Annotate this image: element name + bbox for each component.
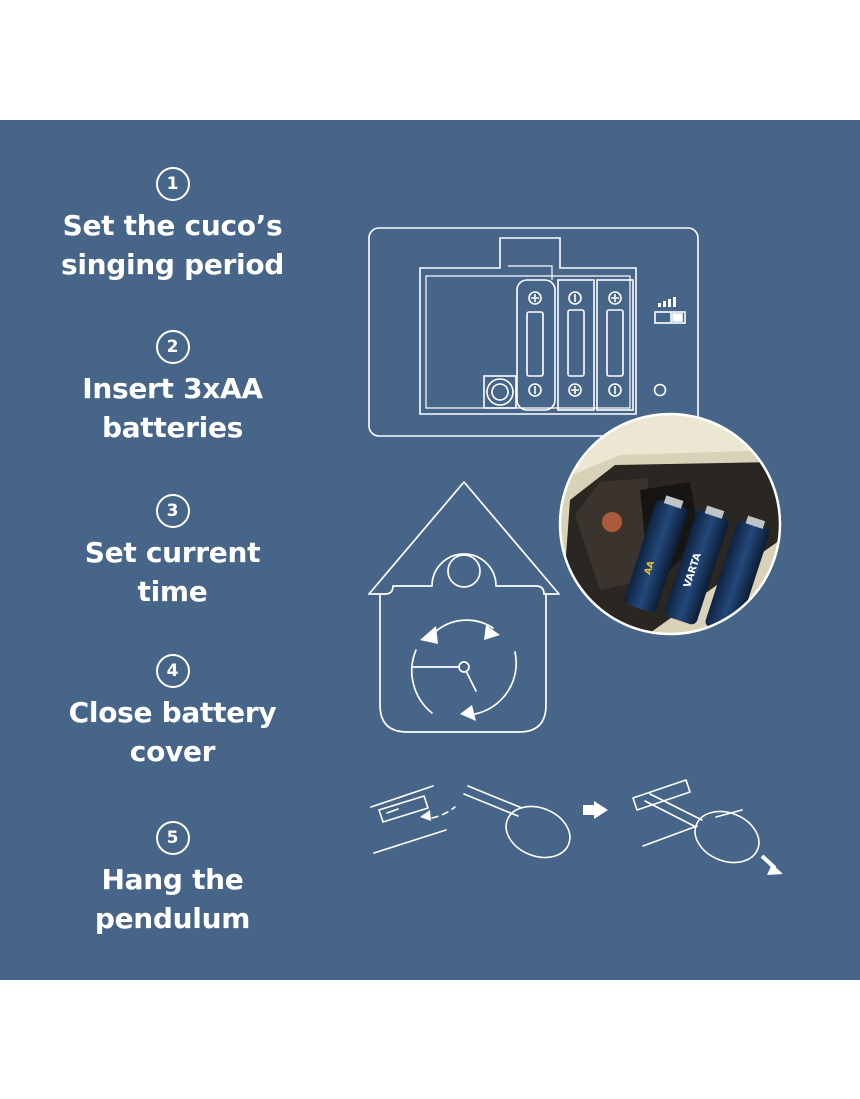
step-number-badge: 2	[155, 330, 190, 364]
step-title: Set the cuco’s singing period	[0, 206, 345, 284]
step-number-badge: 4	[155, 654, 190, 688]
hanging-arrowheads	[420, 810, 783, 875]
step-title: Set current time	[0, 533, 345, 611]
step-title-line: Insert 3xAA	[82, 372, 263, 405]
slide-switch-icon	[654, 311, 686, 324]
step-title: Insert 3xAA batteries	[0, 369, 345, 447]
pendulum-hanging-diagram	[370, 779, 760, 864]
step-3: 3 Set current time	[0, 494, 345, 611]
battery-photo: VARTA AA	[558, 412, 782, 636]
illustrations: VARTA AA	[368, 227, 783, 875]
step-1: 1 Set the cuco’s singing period	[0, 167, 345, 284]
rotation-arrowheads	[420, 625, 500, 721]
step-title-line: batteries	[101, 411, 244, 444]
arrow-right-icon	[583, 801, 608, 819]
step-title-line: Close battery	[68, 696, 277, 729]
step-title-line: Set the cuco’s	[62, 209, 283, 242]
step-title-line: Hang the	[101, 863, 244, 896]
step-title-line: time	[137, 575, 208, 608]
step-title-line: Set current	[84, 536, 261, 569]
step-title: Close battery cover	[0, 693, 345, 771]
step-title-line: pendulum	[94, 902, 251, 935]
birdhouse-clock-diagram	[368, 481, 560, 733]
instructions-panel: 1 Set the cuco’s singing period 2 Insert…	[0, 120, 860, 980]
step-2: 2 Insert 3xAA batteries	[0, 330, 345, 447]
battery-compartment-diagram	[368, 227, 699, 437]
step-number-badge: 3	[155, 494, 190, 528]
battery-size-label: AA	[643, 560, 657, 576]
step-4: 4 Close battery cover	[0, 654, 345, 771]
step-number-badge: 1	[155, 167, 190, 201]
step-title-line: singing period	[60, 248, 285, 281]
volume-bars-icon	[658, 297, 676, 307]
step-title-line: cover	[129, 735, 216, 768]
step-number-badge: 5	[155, 821, 190, 855]
step-5: 5 Hang the pendulum	[0, 821, 345, 938]
step-title: Hang the pendulum	[0, 860, 345, 938]
